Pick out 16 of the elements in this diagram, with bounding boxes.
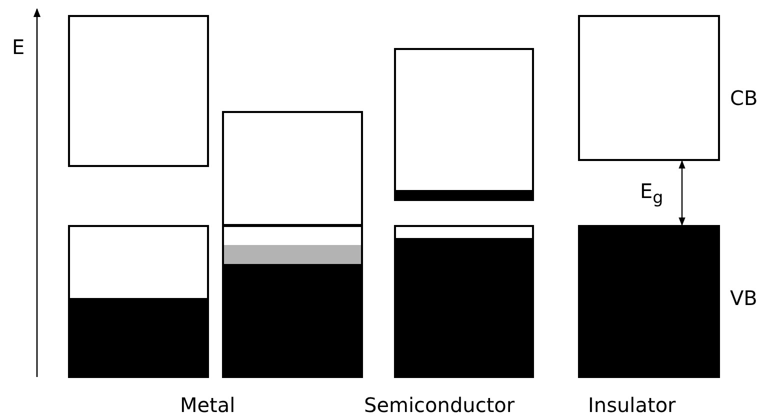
energy-band-box	[222, 111, 363, 226]
material-label: Semiconductor	[364, 395, 515, 415]
axis-label: E	[12, 37, 25, 57]
band-label: CB	[730, 88, 758, 108]
energy-band-box	[68, 225, 209, 378]
edge-label: E$_{g}$	[640, 181, 664, 207]
energy-band-box	[394, 48, 534, 201]
double-arrow	[678, 160, 686, 226]
energy-band-box	[68, 15, 209, 167]
energy-band-box	[394, 225, 534, 378]
energy-band-box	[578, 225, 720, 378]
energy-band-box	[578, 15, 720, 161]
band-label: VB	[730, 288, 758, 308]
material-label: Metal	[180, 395, 236, 415]
energy-band-box	[222, 225, 363, 378]
material-label: Insulator	[588, 395, 676, 415]
